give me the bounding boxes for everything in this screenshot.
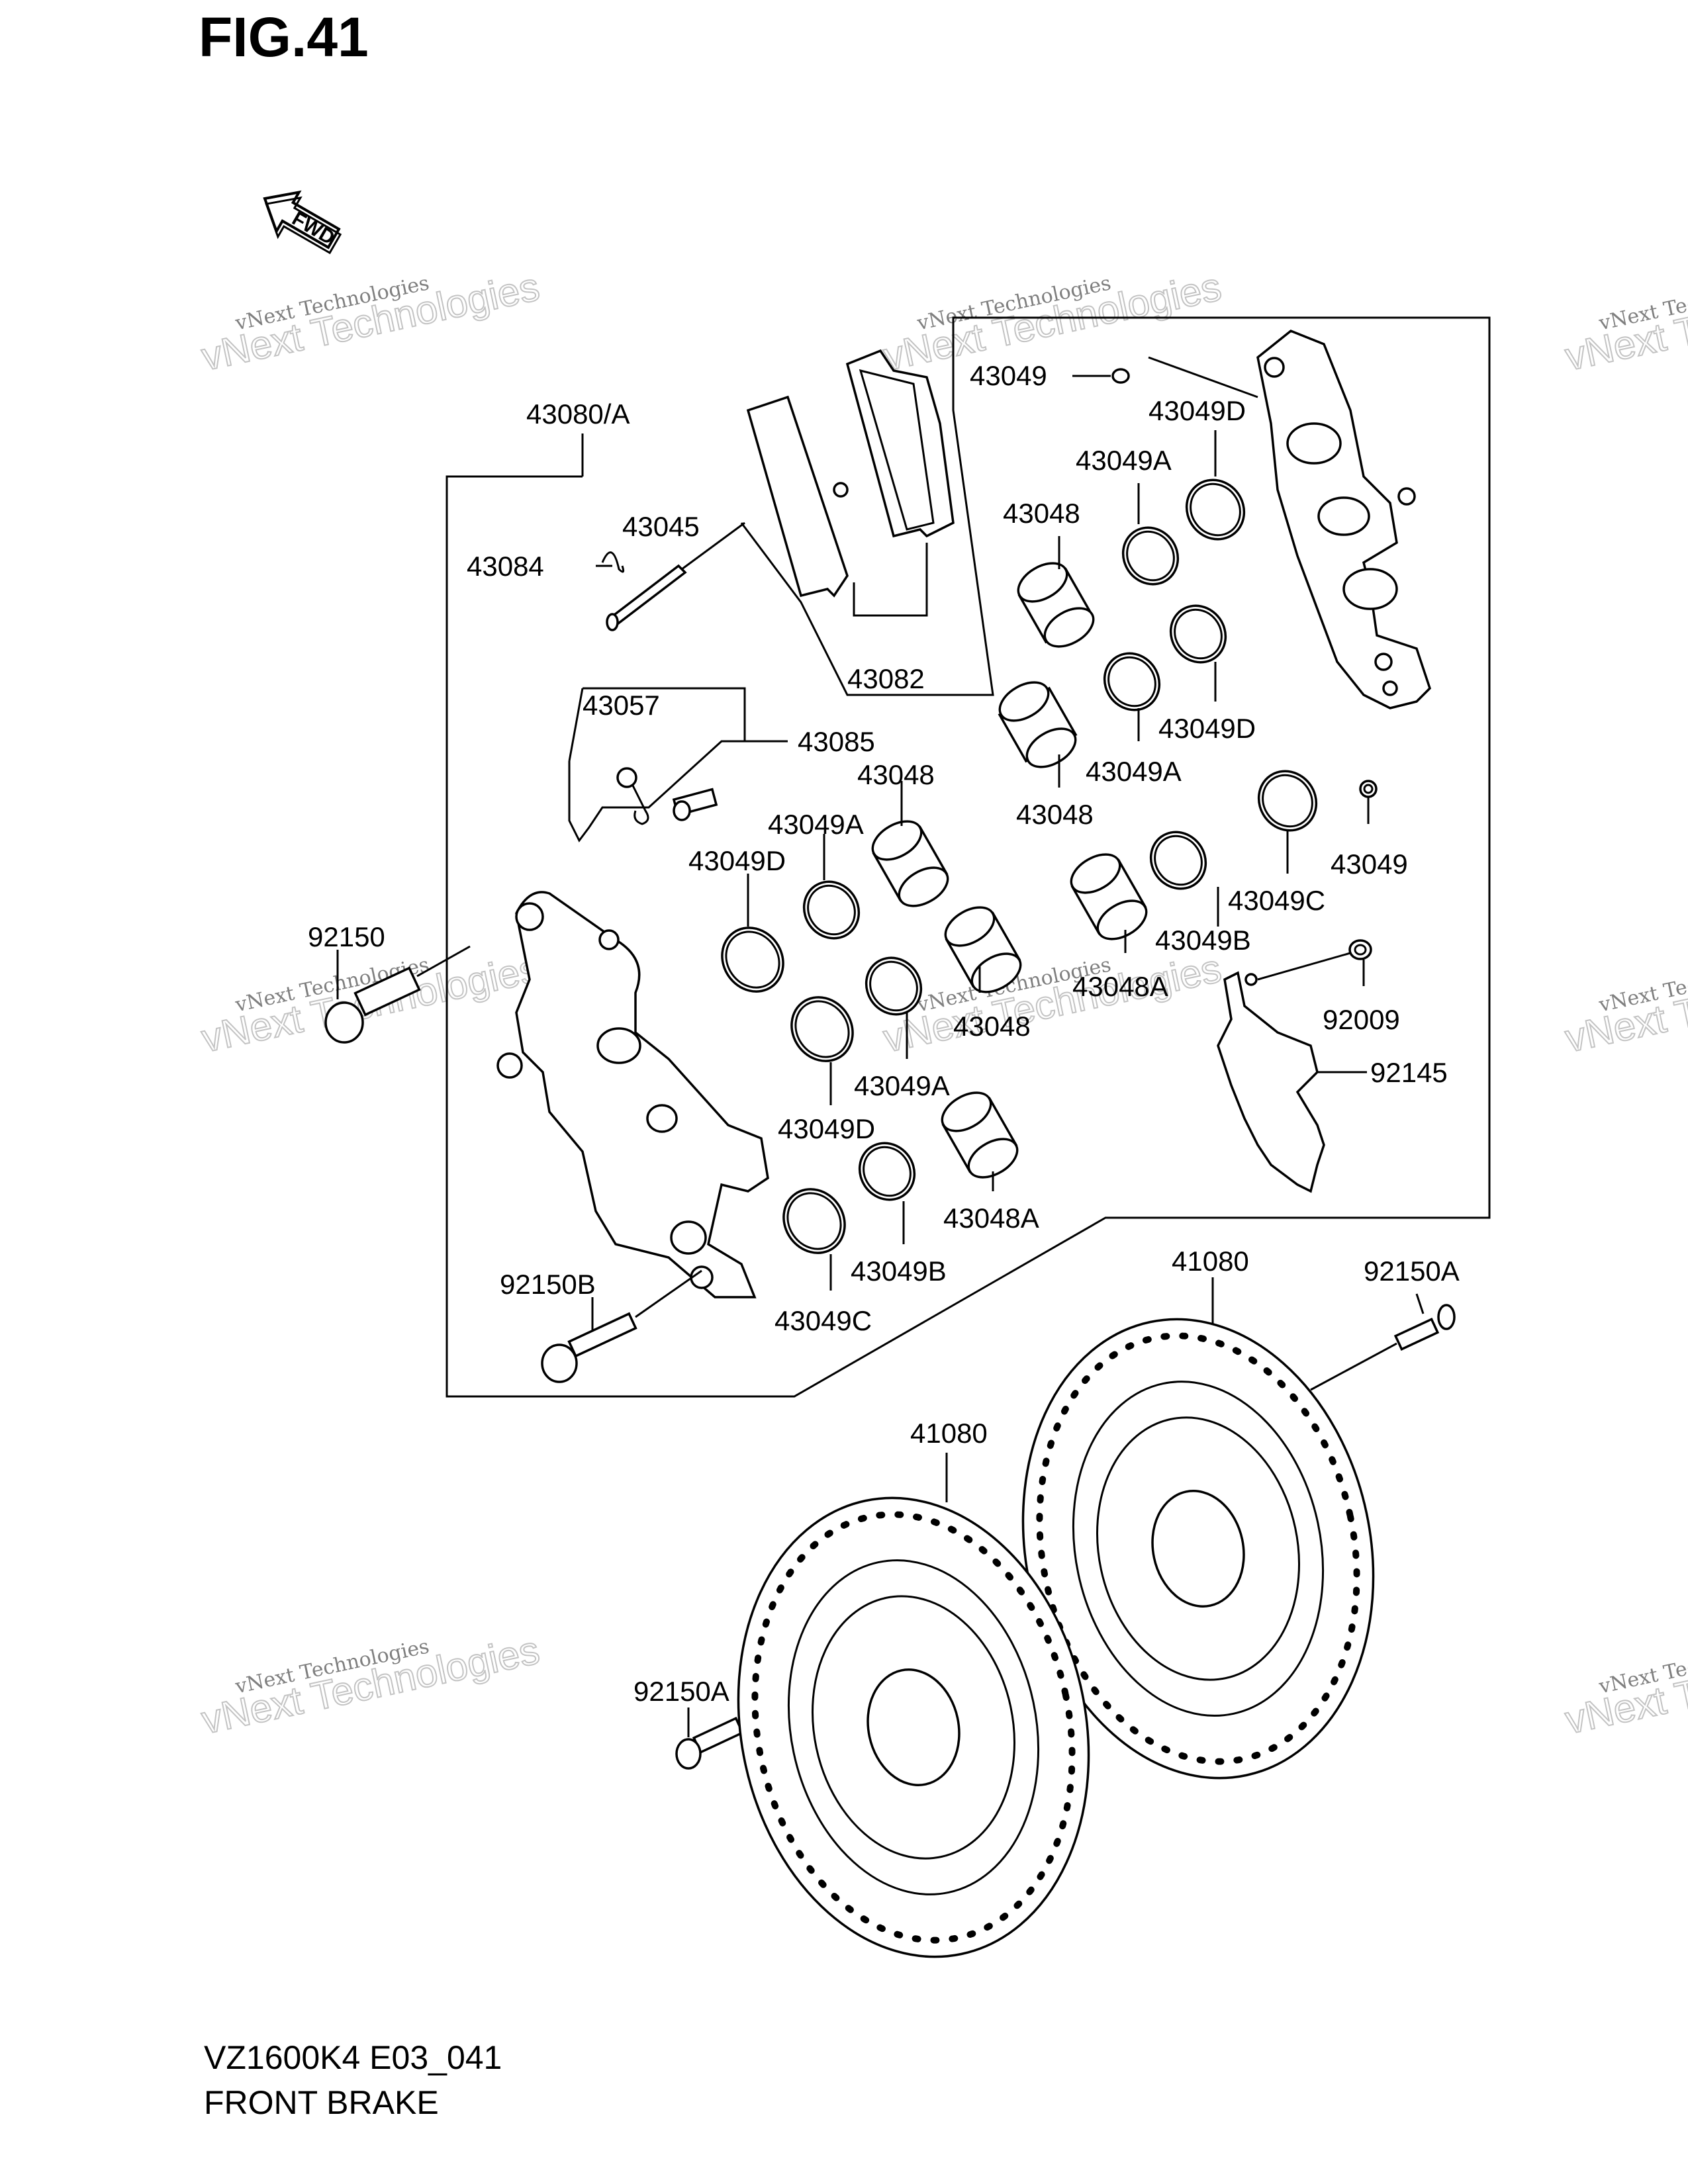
callout-label: 43048A bbox=[1072, 971, 1168, 1002]
callout-label: 92150A bbox=[633, 1676, 729, 1707]
callout-label: 43049B bbox=[1155, 925, 1251, 956]
caliper-assembly-outline bbox=[445, 316, 1491, 1398]
watermark: vNext Technologies vNext Technologies bbox=[1561, 1627, 1688, 1743]
fwd-arrow-icon: FWD bbox=[263, 190, 342, 255]
caliper-mounting-bolt-92150b bbox=[541, 1269, 702, 1383]
caliper-body-right bbox=[1256, 329, 1432, 709]
callout-label: 43084 bbox=[467, 551, 544, 582]
callout-label: 43049D bbox=[1149, 395, 1246, 426]
callout-label: 43057 bbox=[583, 690, 660, 721]
watermark: vNext Technologies vNext Technologies bbox=[1561, 263, 1688, 379]
caliper-body-left bbox=[496, 891, 769, 1298]
pad-pin-and-clip bbox=[601, 522, 745, 631]
figure-title: FIG.41 bbox=[199, 6, 369, 68]
watermark: vNext Technologies vNext Technologies bbox=[1561, 945, 1688, 1061]
callout-label: 43049D bbox=[1158, 713, 1256, 744]
bleeder-valve-group bbox=[568, 687, 788, 842]
disc-bolt-upper bbox=[1310, 1304, 1456, 1391]
callout-label: 43049D bbox=[778, 1113, 875, 1144]
callout-label: 43049A bbox=[854, 1070, 950, 1101]
hose-bracket bbox=[1217, 952, 1351, 1193]
callout-label: 43048 bbox=[1003, 498, 1080, 529]
callout-label: 43048 bbox=[1016, 799, 1094, 830]
callout-label: 92009 bbox=[1323, 1004, 1400, 1035]
bracket-screw bbox=[1348, 939, 1372, 960]
callout-label: 43049C bbox=[774, 1305, 872, 1336]
callout-label: 43049 bbox=[970, 360, 1047, 391]
callout-label: 43049 bbox=[1331, 848, 1408, 880]
callout-label: 92150A bbox=[1364, 1255, 1460, 1287]
piston-and-seal-set-lower bbox=[721, 820, 1022, 1254]
callout-label: 43049C bbox=[1228, 885, 1325, 916]
callout-label: 43049B bbox=[851, 1255, 947, 1287]
callout-label: 43048 bbox=[953, 1011, 1031, 1042]
callout-label: 43049D bbox=[688, 845, 786, 876]
callout-label: 41080 bbox=[910, 1418, 988, 1449]
callout-label: 43082 bbox=[847, 663, 925, 694]
callout-label: 43045 bbox=[622, 511, 700, 542]
part-callouts: 43080/A 43084 43045 43082 43049 43049D 4… bbox=[308, 360, 1460, 1707]
callout-label: 43048A bbox=[943, 1203, 1039, 1234]
callout-label: 43049A bbox=[768, 809, 864, 840]
brake-pad-set bbox=[746, 349, 955, 617]
watermark: vNext Technologies vNext Technologies bbox=[197, 263, 544, 379]
callout-label: 92150B bbox=[500, 1269, 596, 1300]
watermark: vNext Technologies vNext Technologies bbox=[879, 263, 1226, 379]
callout-label: 43080/A bbox=[526, 398, 630, 430]
model-code: VZ1600K4 E03_041 bbox=[204, 2039, 502, 2076]
callout-label: 92150 bbox=[308, 921, 385, 952]
callout-label: 92145 bbox=[1370, 1057, 1448, 1088]
callout-label: 43048 bbox=[857, 759, 935, 790]
section-name: FRONT BRAKE bbox=[204, 2084, 439, 2121]
watermark: vNext Technologies vNext Technologies bbox=[197, 1627, 544, 1743]
brake-disc-lower bbox=[737, 1496, 1090, 1958]
callout-label: 41080 bbox=[1172, 1246, 1249, 1277]
callout-label: 43049A bbox=[1076, 445, 1172, 476]
piston-and-seal-set-upper bbox=[998, 368, 1378, 940]
callout-label: 43049A bbox=[1086, 756, 1182, 787]
callout-label: 43085 bbox=[798, 726, 875, 757]
leader-lines bbox=[336, 356, 1425, 1737]
brake-disc-upper bbox=[1021, 1318, 1375, 1780]
caliper-mounting-bolt-92150 bbox=[324, 945, 471, 1044]
